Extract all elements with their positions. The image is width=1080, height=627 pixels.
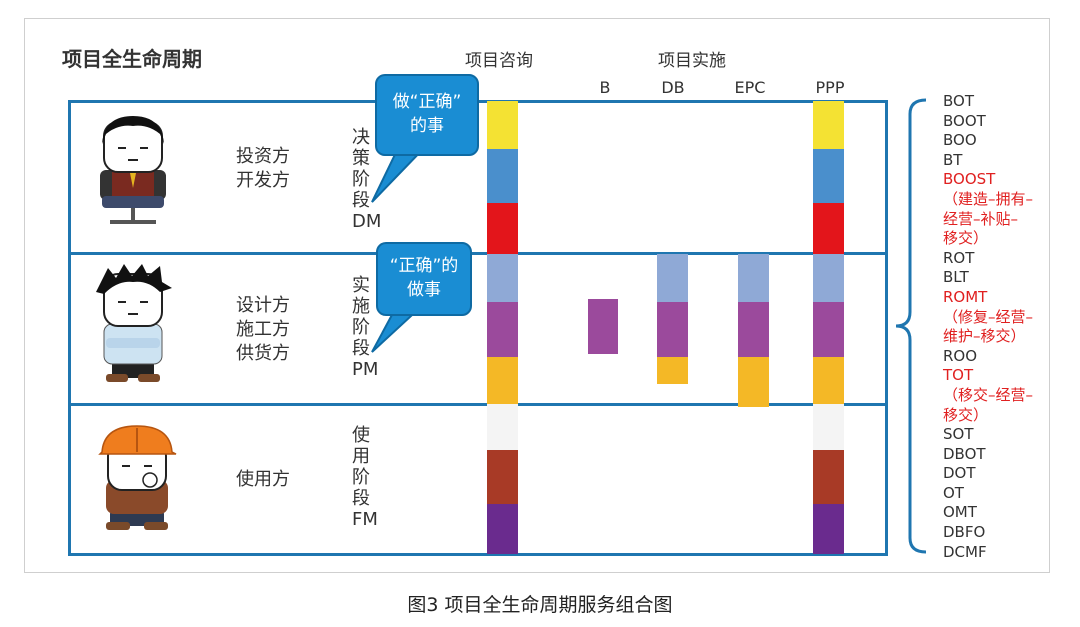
epc-segment [738,302,769,357]
figure-caption: 图3 项目全生命周期服务组合图 [407,594,673,616]
ppp-model-item: DBOT [943,444,986,463]
bubble-line: 做事 [407,280,441,300]
ppp-model-item: ROO [943,346,978,365]
roles-use: 使用方 [236,468,290,492]
stage-implementation-label: 实 施 阶 段 PM [352,275,382,380]
ppp-model-item: DOT [943,464,976,483]
header-consulting: 项目咨询 [465,51,533,71]
stage-code: FM [352,509,378,530]
ppp-model-item: 移交） [943,405,989,424]
header-epc: EPC [734,78,766,97]
stage-char: 施 [352,296,370,317]
role-label: 施工方 [236,319,290,340]
diagram-title: 项目全生命周期 [62,47,202,71]
ppp-segment [813,504,844,554]
header-b: B [599,78,611,97]
stage-char: 实 [352,275,370,296]
builder-figure-icon [96,264,172,382]
ppp-model-item: DBFO [943,523,986,542]
callout-bubble-do-right-thing: 做“正确” 的事 [375,74,479,156]
stage-use-label: 使 用 阶 段 FM [352,425,382,530]
ppp-model-item: 移交） [943,229,989,248]
epc-segment [738,357,769,407]
stage-decision-label: 决 策 阶 段 DM [352,127,382,232]
stage-char: 阶 [352,467,370,488]
ppp-model-item: TOT [943,366,974,385]
ppp-model-item: OMT [943,503,977,522]
consulting-segment [487,302,518,357]
stage-char: 决 [352,127,370,148]
ppp-model-item: ROMT [943,287,988,306]
ppp-model-item: BLT [943,268,969,287]
ppp-model-item: ROT [943,248,975,267]
ppp-segment [813,101,844,149]
ppp-segment [813,357,844,404]
db-segment [657,357,688,384]
stage-char: 段 [352,338,370,359]
stage-char: 使 [352,425,370,446]
bubble-line: 做“正确” [392,92,462,112]
ppp-model-item: BOOT [943,111,986,130]
ppp-segment [813,450,844,504]
callout-bubble-do-things-right: “正确”的 做事 [376,242,472,316]
header-ppp: PPP [815,78,845,97]
bubble-line: “正确”的 [389,256,459,276]
role-label: 投资方 [236,146,290,167]
ppp-model-item: SOT [943,425,974,444]
header-implementation: 项目实施 [658,51,726,71]
db-segment [657,254,688,302]
role-label: 开发方 [236,170,290,191]
consulting-segment [487,254,518,302]
epc-segment [738,254,769,302]
ppp-model-item: DCMF [943,542,987,561]
stage-char: 用 [352,446,370,467]
ppp-model-item: BOO [943,131,977,150]
ppp-model-item: （修复–经营– [943,307,1034,326]
consulting-segment [487,404,518,450]
use-stage-band [68,403,888,556]
consulting-segment [487,450,518,504]
consulting-segment [487,504,518,554]
bubble-line: 的事 [410,116,444,136]
ppp-segment [813,404,844,450]
db-segment [657,302,688,357]
investor-figure-icon [100,116,166,224]
ppp-model-item: BOT [943,92,974,110]
ppp-model-item: （建造–拥有– [943,189,1034,208]
stage-code: PM [352,359,379,380]
ppp-model-item: BT [943,150,963,169]
ppp-model-item: BOOST [943,170,996,189]
role-label: 设计方 [236,295,290,316]
role-label: 供货方 [236,343,290,364]
b-segment [588,299,618,354]
stage-char: 策 [352,148,370,169]
consulting-segment [487,101,518,149]
figure-frame [24,18,1050,573]
ppp-model-item: 经营–补贴– [943,209,1019,228]
stage-code: DM [352,211,382,232]
consulting-segment [487,357,518,404]
header-db: DB [661,78,685,97]
brace-icon [895,98,927,554]
stage-char: 段 [352,488,370,509]
stage-char: 阶 [352,317,370,338]
role-label: 使用方 [236,469,290,490]
ppp-model-item: （移交–经营– [943,385,1034,404]
ppp-segment [813,149,844,203]
ppp-model-item: 维护–移交） [943,327,1026,346]
ppp-segment [813,302,844,357]
stage-char: 阶 [352,169,370,190]
stage-char: 段 [352,190,370,211]
roles-implementation: 设计方 施工方 供货方 [236,294,290,366]
ppp-segment [813,254,844,302]
consulting-segment [487,149,518,203]
consulting-segment [487,203,518,254]
ppp-model-item: OT [943,483,964,502]
ppp-segment [813,203,844,254]
roles-decision: 投资方 开发方 [236,145,290,193]
user-figure-icon [98,425,177,530]
